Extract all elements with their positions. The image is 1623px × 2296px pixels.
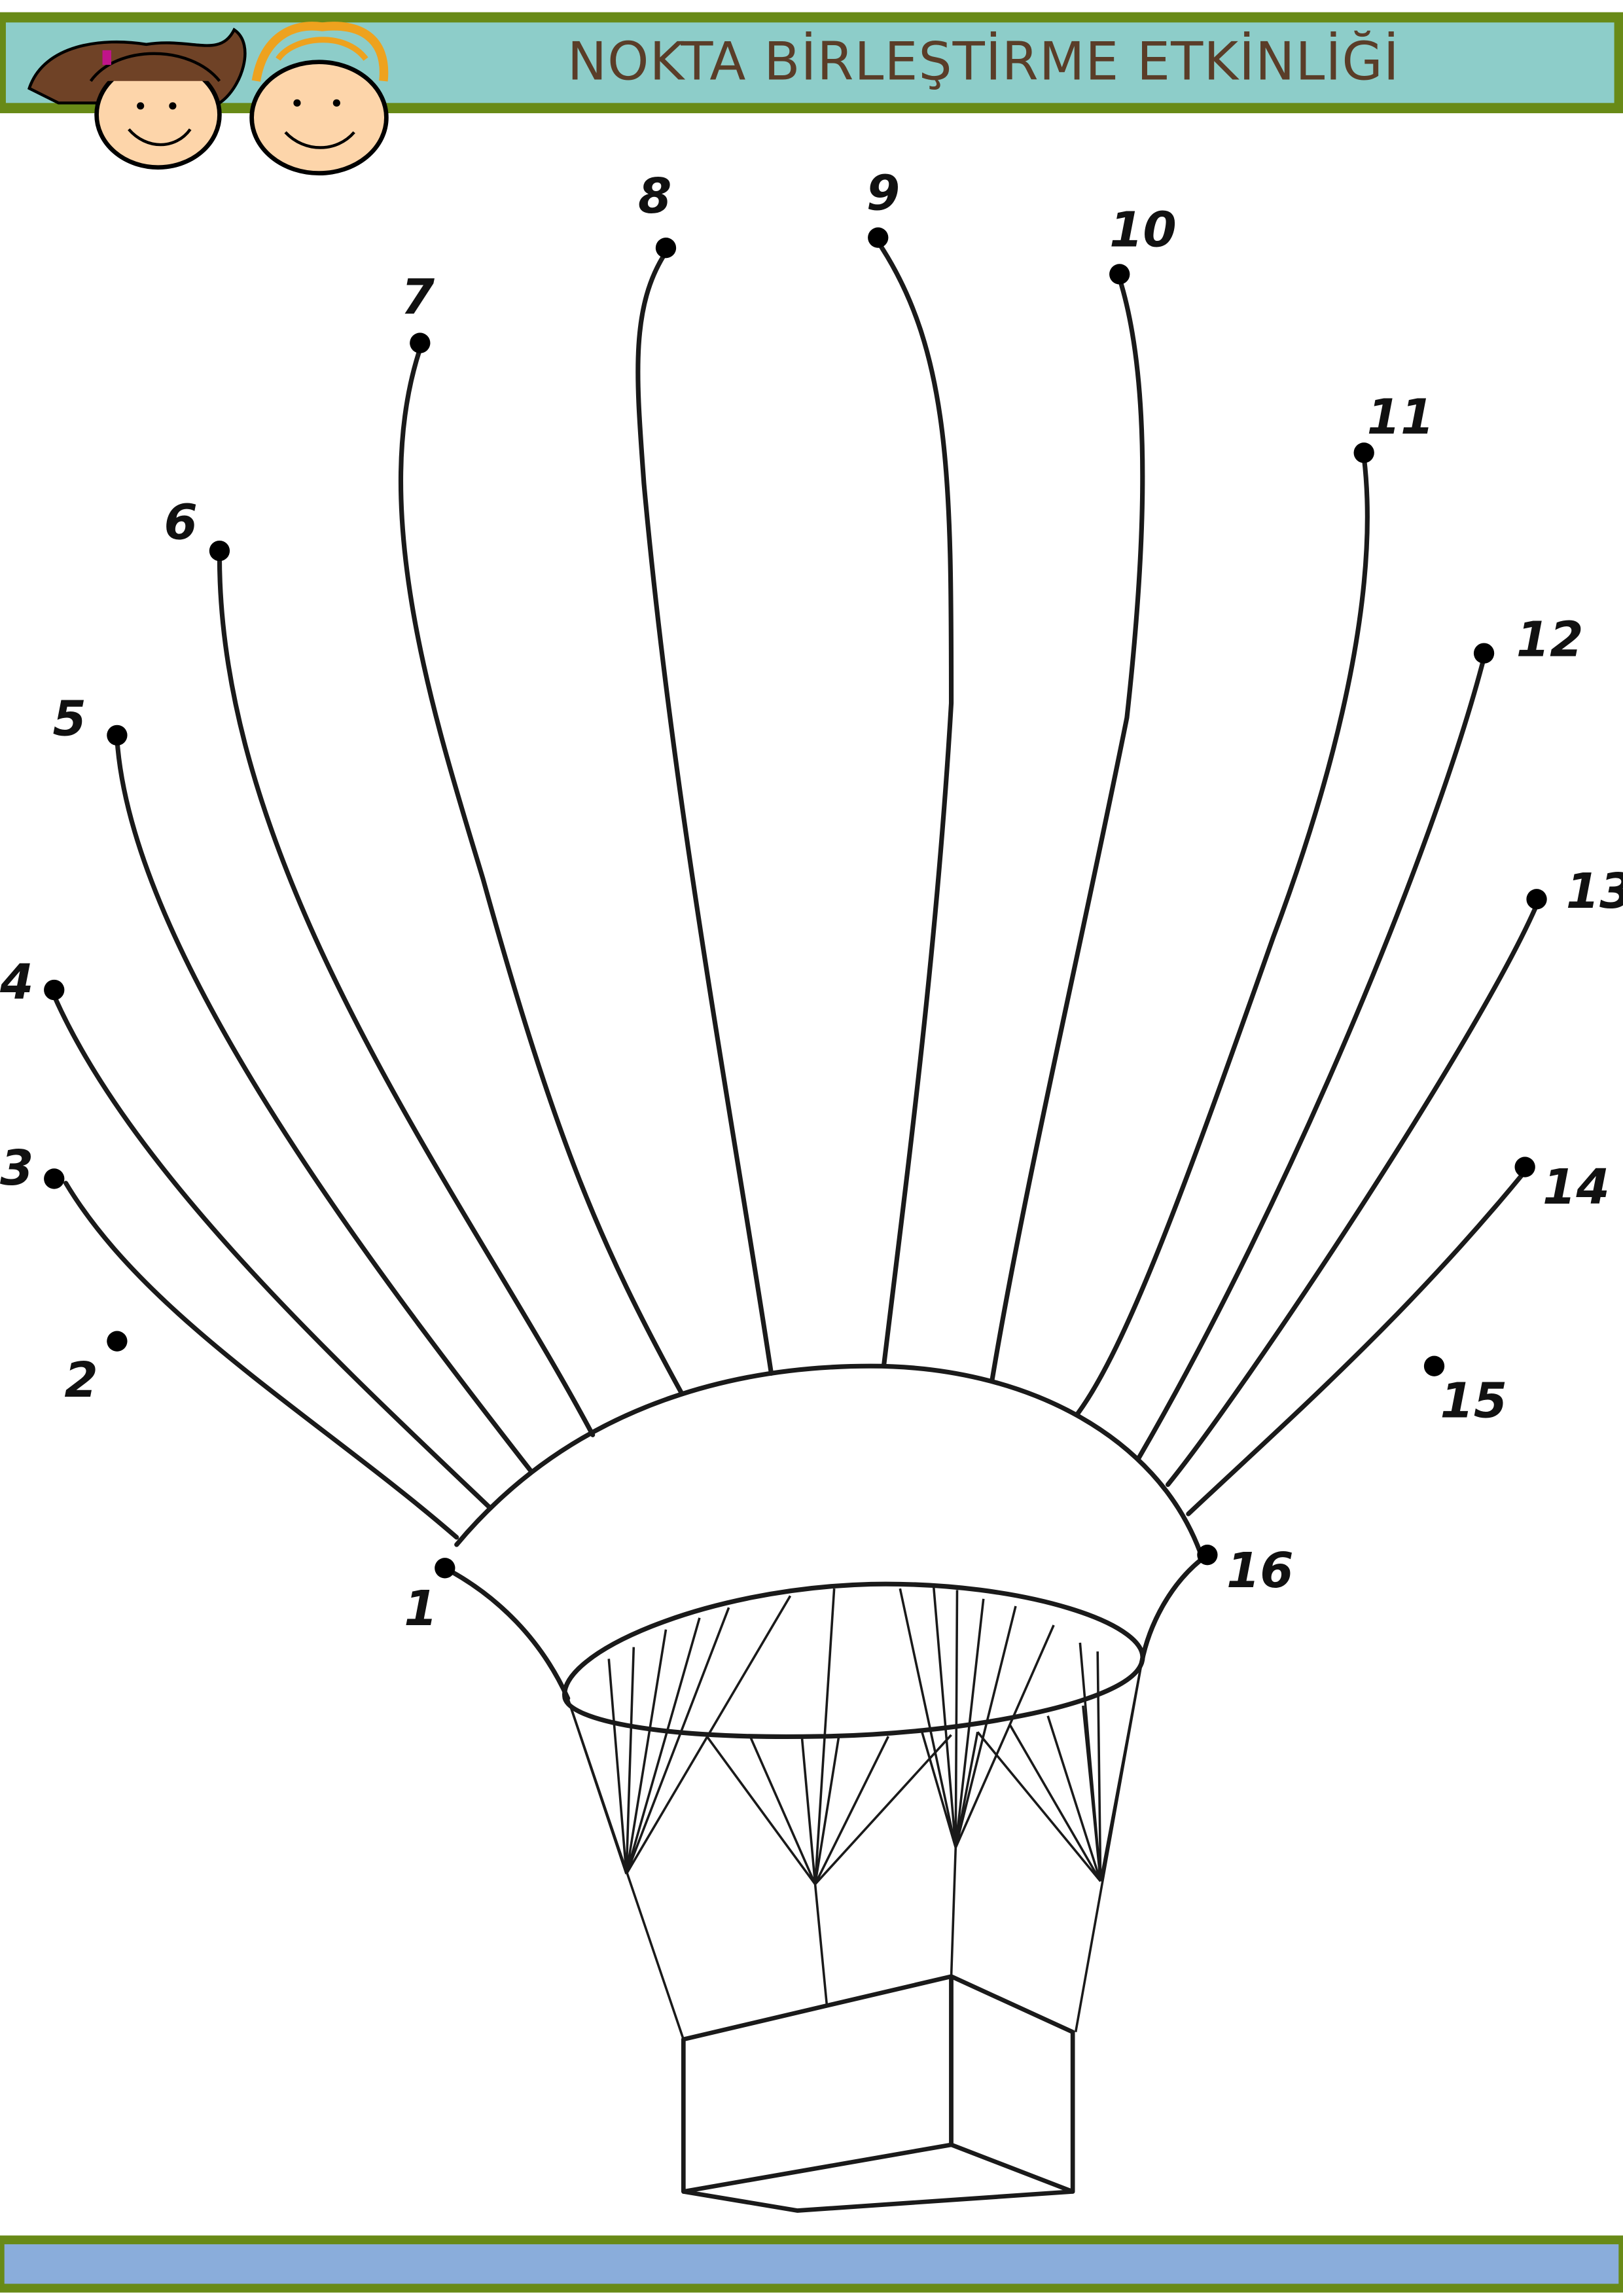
dot-label-5: 5 (53, 691, 86, 747)
dot-label-14: 14 (1543, 1160, 1610, 1215)
dot-8 (655, 238, 677, 259)
numbered-dots: 12345678910111213141516 (0, 166, 1623, 1637)
footer-banner (0, 2235, 1623, 2293)
dot-label-7: 7 (401, 270, 435, 325)
girl-face-icon (27, 27, 247, 170)
dot-9 (868, 227, 889, 248)
dot-6 (209, 540, 230, 562)
dot-label-15: 15 (1440, 1373, 1507, 1429)
dot-7 (410, 332, 431, 353)
kids-illustration (27, 22, 389, 176)
dot-label-8: 8 (638, 169, 671, 224)
dot-label-6: 6 (164, 495, 197, 551)
page-title: NOKTA BİRLEŞTİRME ETKİNLİĞİ (567, 31, 1400, 92)
dot-5 (107, 725, 128, 746)
dot-label-4: 4 (0, 955, 33, 1011)
dot-12 (1473, 643, 1495, 664)
basket (681, 1974, 1075, 2213)
boy-face-icon (249, 22, 389, 176)
dot-11 (1353, 442, 1374, 463)
dot-label-10: 10 (1109, 202, 1177, 258)
dot-label-11: 11 (1367, 390, 1435, 446)
dot-1 (435, 1558, 455, 1579)
dot-label-2: 2 (64, 1353, 98, 1408)
dot-13 (1526, 889, 1547, 910)
dot-4 (44, 979, 65, 1001)
dot-label-13: 13 (1566, 864, 1623, 920)
dot-15 (1423, 1355, 1445, 1376)
dot-label-16: 16 (1226, 1543, 1294, 1599)
dot-label-9: 9 (866, 166, 900, 222)
dot-3 (44, 1168, 65, 1189)
dot-label-3: 3 (0, 1141, 33, 1196)
dot-16 (1197, 1545, 1218, 1566)
dot-label-1: 1 (404, 1581, 437, 1637)
hot-air-balloon-drawing (52, 240, 1539, 2213)
dot-14 (1514, 1157, 1535, 1177)
dot-10 (1109, 264, 1130, 285)
dot-label-12: 12 (1516, 613, 1584, 668)
dot-2 (107, 1331, 128, 1352)
